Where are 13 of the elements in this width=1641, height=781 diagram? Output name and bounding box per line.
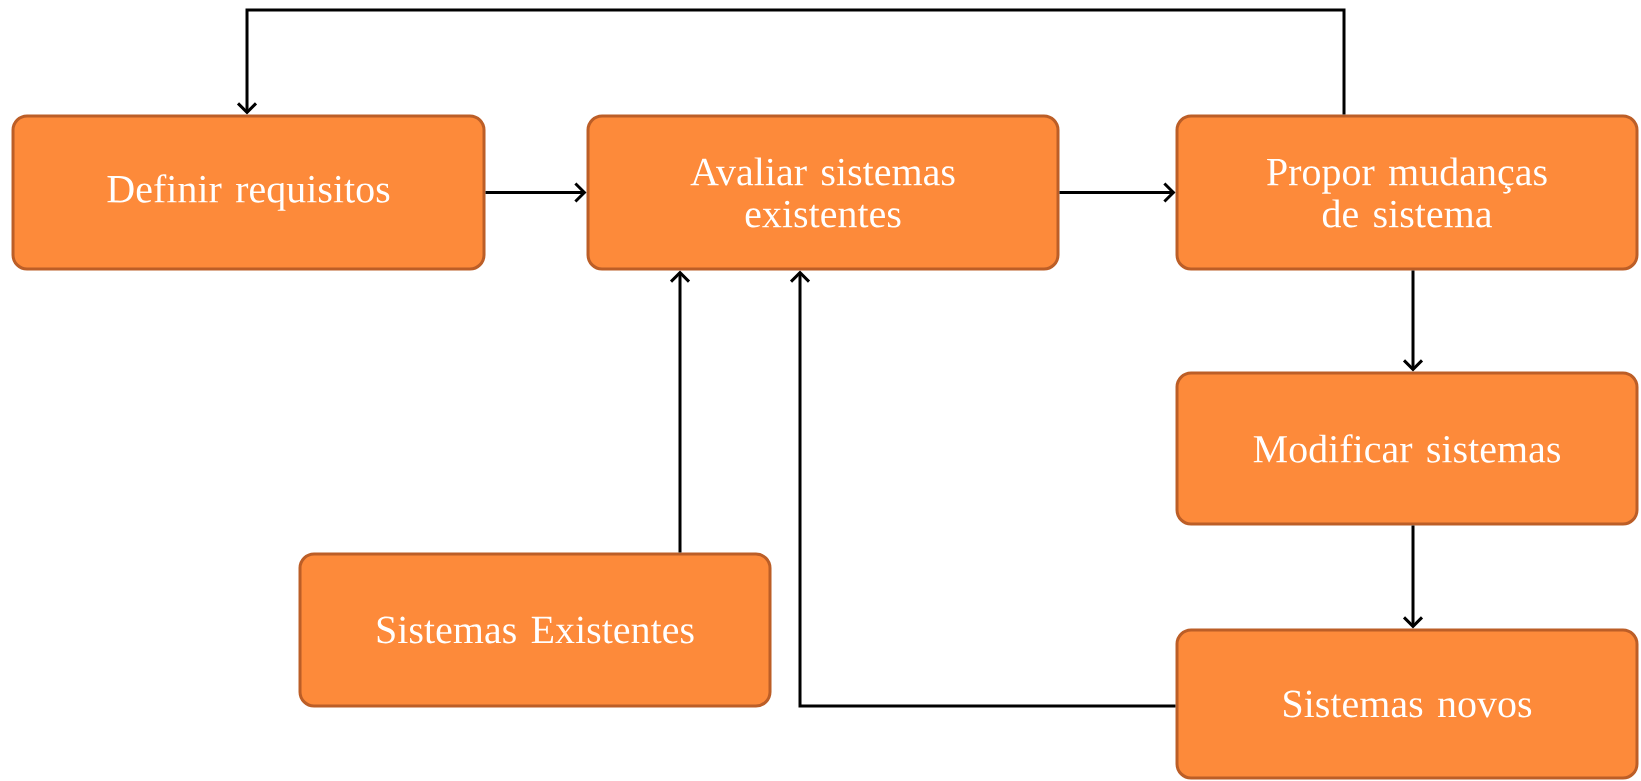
- process-box: Sistemas Existentes: [298, 552, 772, 708]
- arrow: [669, 270, 691, 553]
- arrow: [236, 8, 1346, 115]
- arrow: [789, 270, 1176, 708]
- process-box: Propor mudanças de sistema: [1175, 114, 1639, 271]
- arrow: [1402, 525, 1424, 629]
- arrow: [1402, 270, 1424, 372]
- process-box: Avaliar sistemas existentes: [586, 114, 1060, 271]
- arrow: [485, 182, 587, 203]
- process-box: Sistemas novos: [1175, 628, 1639, 780]
- process-box: Modificar sistemas: [1175, 371, 1639, 526]
- arrow: [1059, 182, 1176, 203]
- process-box: Definir requisitos: [11, 114, 486, 271]
